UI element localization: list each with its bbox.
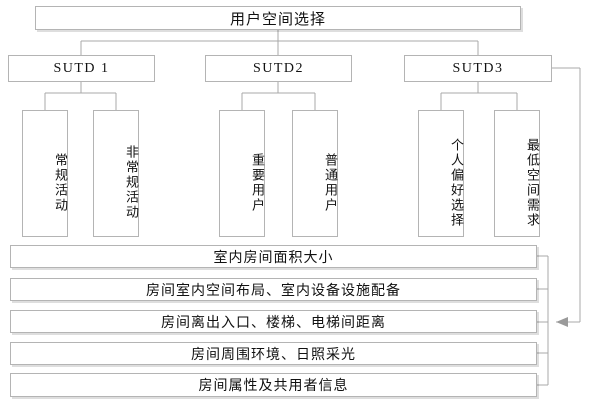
leaf-node-personal-preference-label: 个人偏好选择 bbox=[449, 137, 464, 228]
attribute-row-room-area[interactable]: 室内房间面积大小 bbox=[10, 245, 537, 268]
leaf-node-non-routine-activity-label: 非常规活动 bbox=[124, 145, 139, 220]
attribute-row-distance-to-entrance[interactable]: 房间离出入口、楼梯、电梯间距离 bbox=[10, 310, 537, 333]
attribute-row-room-attributes[interactable]: 房间属性及共用者信息 bbox=[10, 373, 537, 397]
leaf-node-routine-activity[interactable]: 常规活动 bbox=[22, 110, 68, 237]
node-sutd1[interactable]: SUTD 1 bbox=[8, 55, 155, 82]
arrowhead-icon bbox=[556, 317, 568, 327]
node-sutd2-label: SUTD2 bbox=[252, 60, 305, 76]
leaf-node-minimum-space-demand-label: 最低空间需求 bbox=[525, 137, 540, 228]
node-sutd3-label: SUTD3 bbox=[452, 60, 504, 76]
attribute-row-room-attributes-label: 房间属性及共用者信息 bbox=[198, 379, 349, 394]
attribute-row-surrounding-environment[interactable]: 房间周围环境、日照采光 bbox=[10, 342, 537, 365]
node-sutd1-label: SUTD 1 bbox=[53, 60, 110, 76]
leaf-node-important-user-label: 重要用户 bbox=[250, 152, 265, 213]
node-sutd3[interactable]: SUTD3 bbox=[404, 55, 552, 82]
root-node-label: 用户空间选择 bbox=[229, 11, 326, 28]
leaf-node-important-user[interactable]: 重要用户 bbox=[219, 110, 265, 237]
attribute-row-distance-to-entrance-label: 房间离出入口、楼梯、电梯间距离 bbox=[161, 315, 386, 331]
attribute-row-surrounding-environment-label: 房间周围环境、日照采光 bbox=[191, 347, 356, 363]
node-sutd2[interactable]: SUTD2 bbox=[205, 55, 352, 82]
attribute-row-interior-layout-label: 房间室内空间布局、室内设备设施配备 bbox=[146, 283, 401, 299]
attribute-row-interior-layout[interactable]: 房间室内空间布局、室内设备设施配备 bbox=[10, 278, 537, 301]
attribute-row-room-area-label: 室内房间面积大小 bbox=[213, 250, 334, 266]
root-node-user-space-selection[interactable]: 用户空间选择 bbox=[35, 6, 521, 30]
leaf-node-personal-preference[interactable]: 个人偏好选择 bbox=[418, 110, 464, 237]
leaf-node-ordinary-user[interactable]: 普通用户 bbox=[292, 110, 338, 237]
leaf-node-ordinary-user-label: 普通用户 bbox=[323, 152, 338, 213]
leaf-node-routine-activity-label: 常规活动 bbox=[53, 152, 68, 213]
leaf-node-minimum-space-demand[interactable]: 最低空间需求 bbox=[494, 110, 540, 237]
leaf-node-non-routine-activity[interactable]: 非常规活动 bbox=[93, 110, 139, 237]
